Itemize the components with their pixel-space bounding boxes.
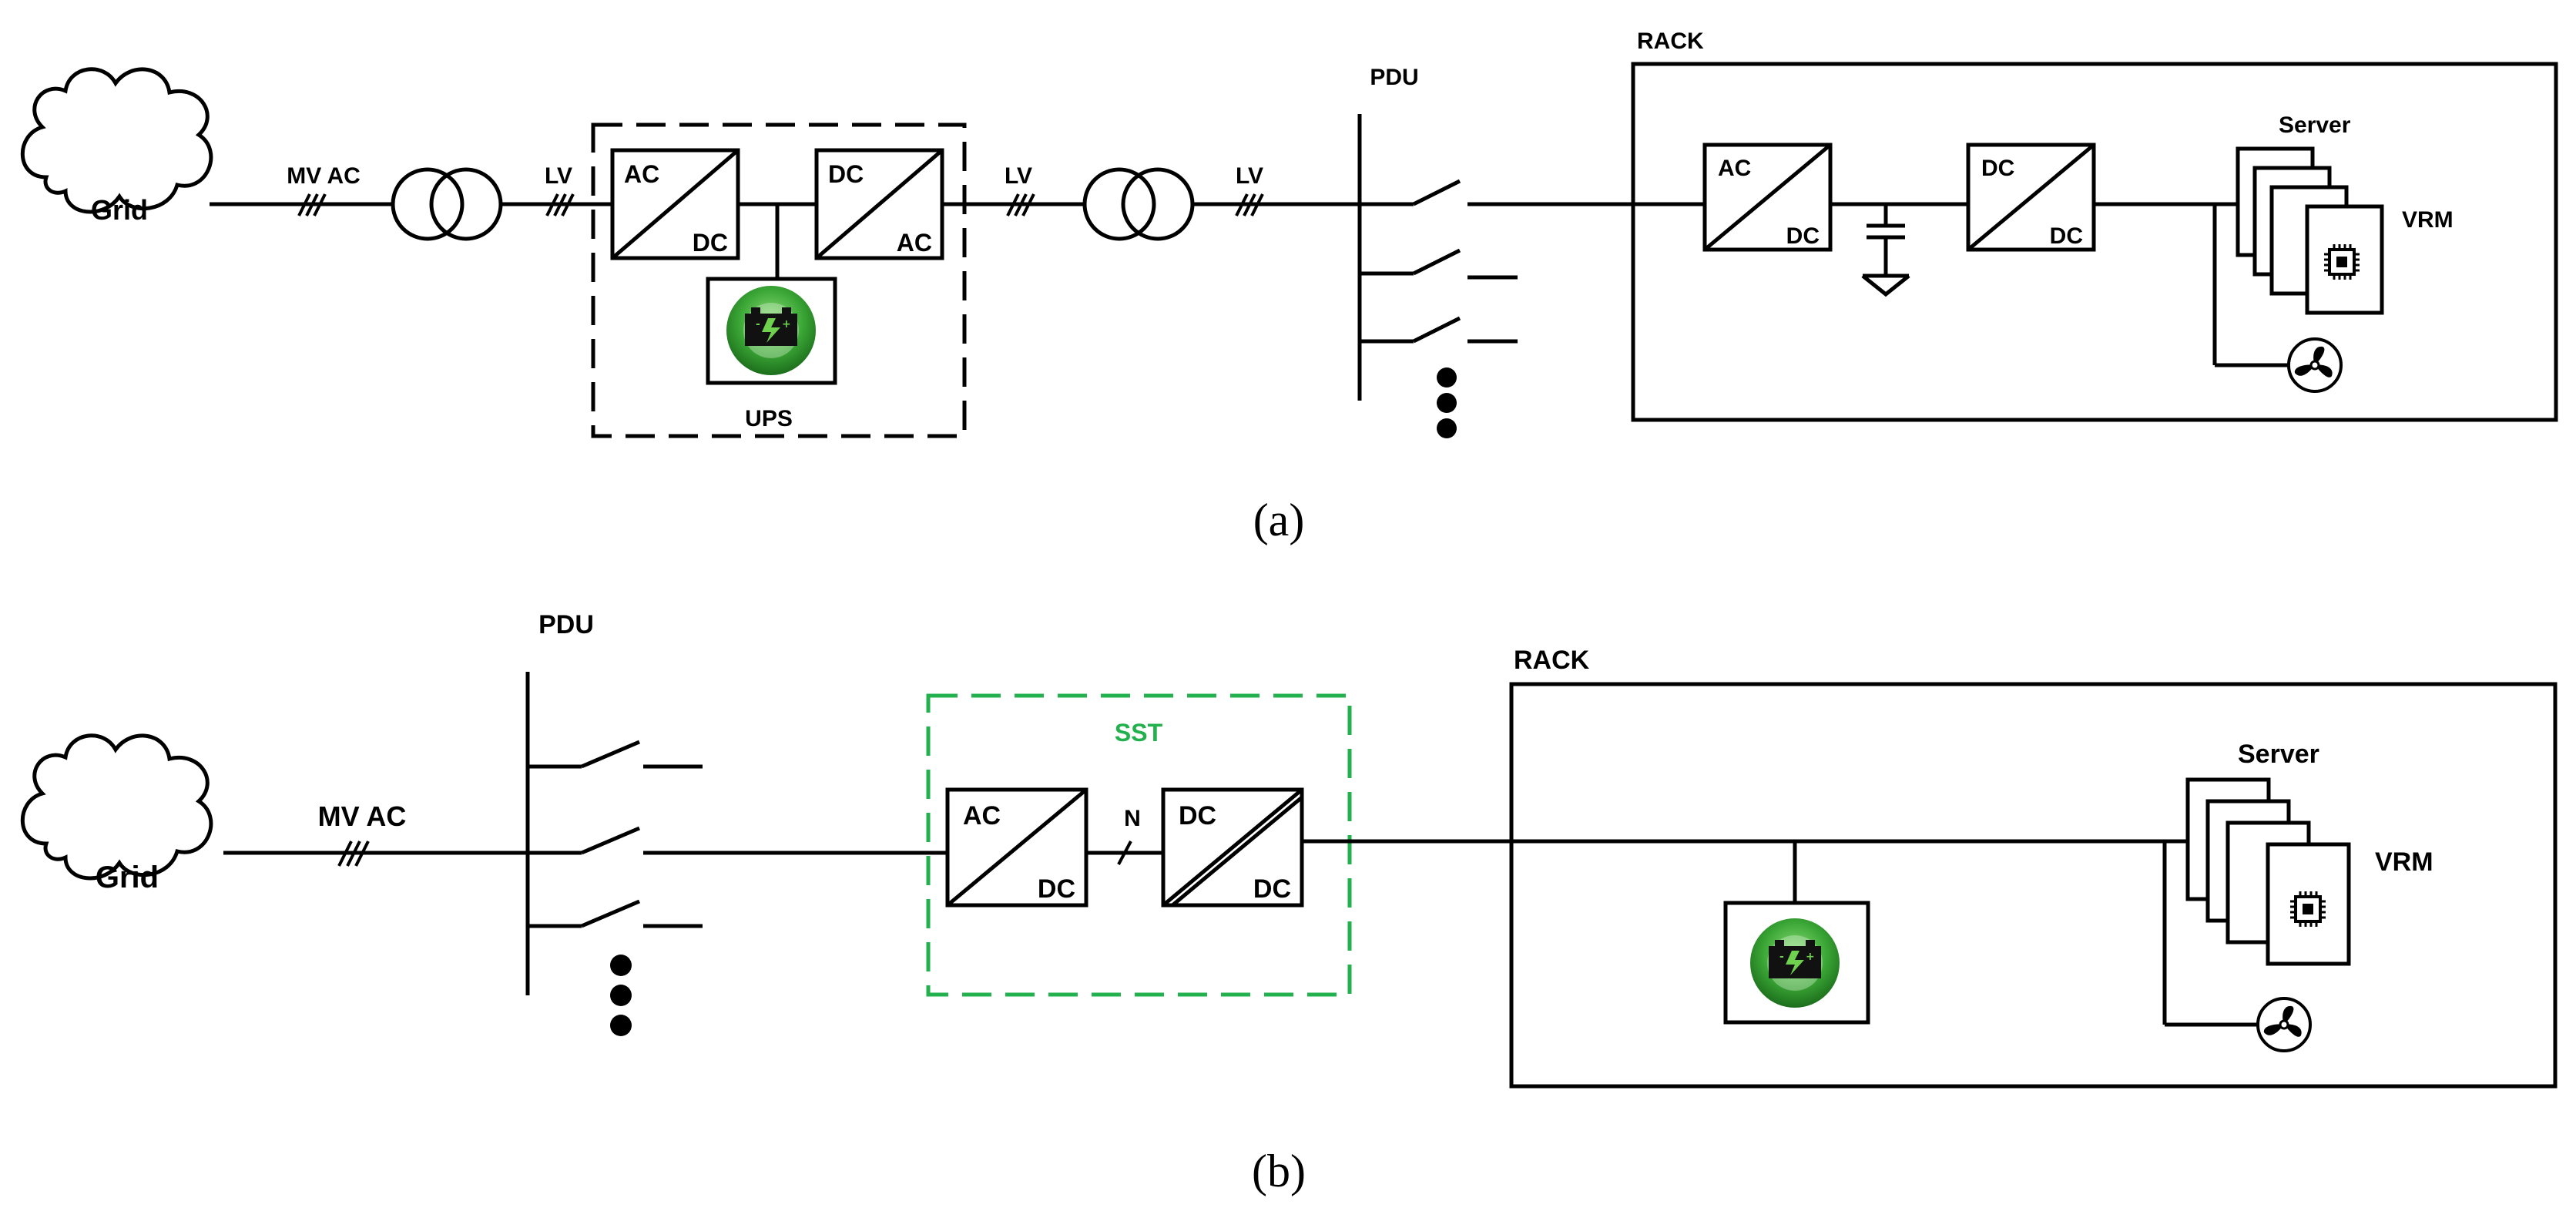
svg-text:AC: AC	[963, 801, 1001, 830]
grid-label: Grid	[96, 861, 159, 894]
grid-cloud-icon	[20, 733, 213, 881]
rack-dcdc-block: DC DC	[1966, 143, 2096, 252]
transformer-icon	[391, 167, 503, 241]
caption-b: (b)	[1252, 1146, 1306, 1196]
svg-text:DC: DC	[828, 160, 864, 188]
ups-rectifier-block: AC DC	[610, 148, 740, 260]
chip-icon	[2323, 243, 2361, 281]
three-phase-mark	[297, 193, 327, 216]
sst-label: SST	[1115, 719, 1163, 747]
ellipsis-dots	[610, 955, 632, 1036]
caption-a: (a)	[1253, 495, 1305, 545]
fan-icon	[2287, 337, 2343, 393]
transformer-icon	[1082, 167, 1195, 241]
sst-enclosure	[926, 693, 1352, 997]
sst-dcdc-block: DC DC	[1161, 787, 1304, 908]
svg-text:AC: AC	[897, 229, 932, 257]
svg-text:AC: AC	[1718, 156, 1751, 181]
lv-label: LV	[1005, 163, 1032, 189]
ground-icon	[1861, 273, 1910, 297]
switch-icon	[528, 899, 703, 928]
three-phase-mark	[545, 193, 575, 216]
diagram-b: Grid MV AC PDU	[20, 610, 2558, 1196]
server-stack	[2185, 777, 2351, 966]
svg-text:AC: AC	[624, 160, 659, 188]
server-stack	[2236, 146, 2384, 315]
pdu-label: PDU	[538, 610, 594, 639]
three-phase-mark	[1235, 193, 1264, 216]
diagram-a: Grid MV AC LV UPS AC DC	[20, 29, 2558, 545]
chip-icon	[2289, 890, 2327, 928]
svg-text:DC: DC	[2050, 223, 2083, 249]
pdu-label: PDU	[1370, 65, 1418, 90]
svg-text:DC: DC	[1786, 223, 1820, 249]
vrm-label: VRM	[2402, 207, 2454, 233]
switch-icon	[1360, 316, 1518, 344]
svg-text:DC: DC	[1253, 874, 1291, 904]
vrm-label: VRM	[2375, 847, 2433, 877]
switch-icon	[528, 826, 948, 855]
switch-icon	[1360, 179, 1633, 206]
rack-enclosure	[1509, 682, 2558, 1089]
ups-label: UPS	[745, 406, 793, 431]
ellipsis-dots	[1437, 367, 1457, 438]
n-label: N	[1124, 806, 1141, 831]
rack-acdc-block: AC DC	[1702, 143, 1833, 252]
mv-ac-label: MV AC	[287, 163, 361, 189]
fan-icon	[2256, 997, 2312, 1052]
svg-text:DC: DC	[693, 229, 728, 257]
lv-label: LV	[545, 163, 572, 189]
battery-icon	[1750, 918, 1840, 1008]
grid-label: Grid	[91, 194, 148, 226]
mv-ac-label: MV AC	[318, 800, 407, 832]
sst-acdc-block: AC DC	[945, 787, 1088, 908]
switch-icon	[1360, 248, 1518, 280]
three-phase-mark	[1006, 193, 1035, 216]
rack-label: RACK	[1637, 29, 1704, 54]
capacitor-icon	[1867, 204, 1905, 276]
n-phase-mark	[1117, 841, 1132, 865]
battery-icon	[726, 286, 816, 375]
server-label: Server	[2279, 112, 2351, 138]
ups-enclosure	[591, 122, 967, 438]
server-label: Server	[2238, 740, 2319, 769]
lv-label: LV	[1236, 163, 1263, 189]
switch-icon	[528, 740, 703, 769]
rack-enclosure	[1631, 62, 2558, 422]
grid-cloud-icon	[20, 67, 213, 214]
svg-text:DC: DC	[1981, 156, 2014, 181]
svg-text:DC: DC	[1038, 874, 1075, 904]
ups-inverter-block: DC AC	[814, 148, 944, 260]
three-phase-mark	[337, 841, 370, 867]
svg-text:DC: DC	[1179, 801, 1216, 830]
rack-label: RACK	[1514, 646, 1590, 675]
